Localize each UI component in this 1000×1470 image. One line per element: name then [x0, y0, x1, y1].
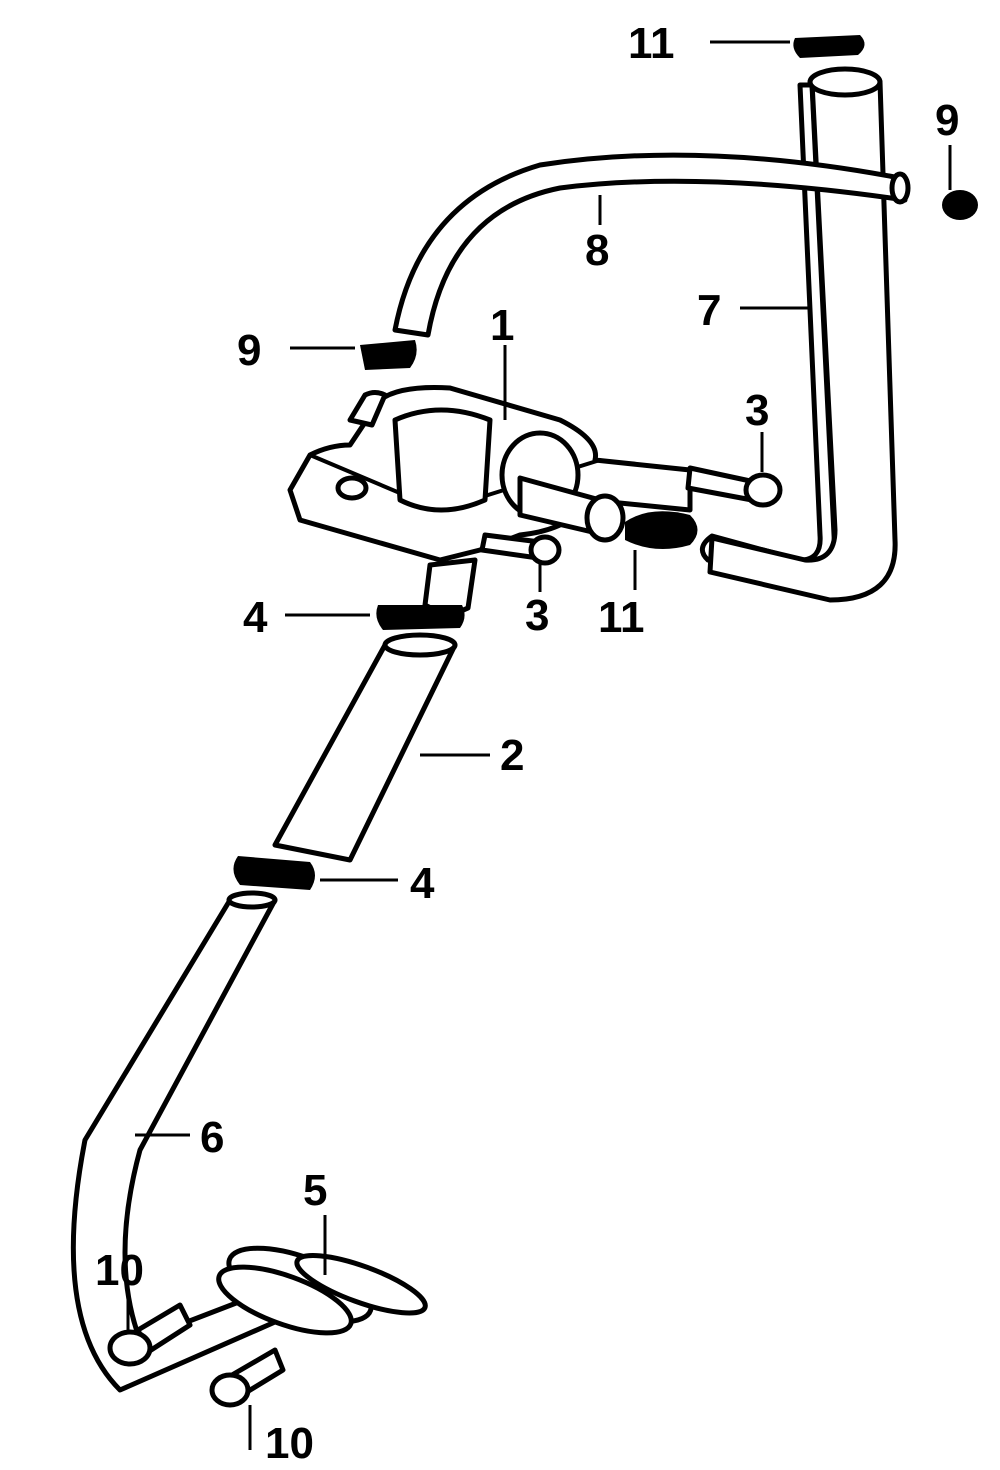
hose-7: [699, 66, 898, 603]
callout-9-left: 9: [237, 326, 261, 375]
bolt-3-upper: [685, 465, 783, 508]
hose-2: [272, 632, 458, 863]
callout-6: 6: [200, 1113, 224, 1162]
clamp-9-right: [942, 190, 978, 220]
callout-10-middle: 11: [598, 593, 645, 642]
callout-labels: 11 9 8 7 9 1 3 3 11 4 2 4 6 5 10 10: [95, 19, 959, 1468]
clamp-10-top: [793, 35, 865, 58]
callout-10-top: 11: [628, 19, 675, 68]
callout-4-upper: 4: [243, 593, 268, 642]
callout-3-upper: 3: [745, 386, 769, 435]
callout-4-lower: 4: [410, 859, 435, 908]
hose-8: [392, 152, 911, 338]
pump-body-1: [287, 385, 693, 615]
callout-7: 7: [697, 286, 721, 335]
clamp-4-lower: [233, 856, 315, 890]
clamp-10-middle: [625, 511, 698, 549]
callout-3-lower: 3: [525, 591, 549, 640]
flange-5: [216, 1245, 428, 1336]
clamp-4-upper: [376, 605, 465, 630]
callout-5: 5: [303, 1166, 327, 1215]
bolt-11-left: [107, 1302, 193, 1367]
callout-9-right: 9: [935, 96, 959, 145]
callout-2: 2: [500, 731, 524, 780]
bolt-11-right: [209, 1347, 286, 1408]
bolt-3-lower: [479, 532, 562, 566]
callout-8: 8: [585, 226, 609, 275]
clamp-9-left: [360, 340, 417, 370]
callout-1: 1: [490, 301, 514, 350]
callout-11-left: 10: [95, 1246, 144, 1295]
callout-11-right: 10: [265, 1419, 314, 1468]
leader-lines: [126, 40, 952, 1450]
